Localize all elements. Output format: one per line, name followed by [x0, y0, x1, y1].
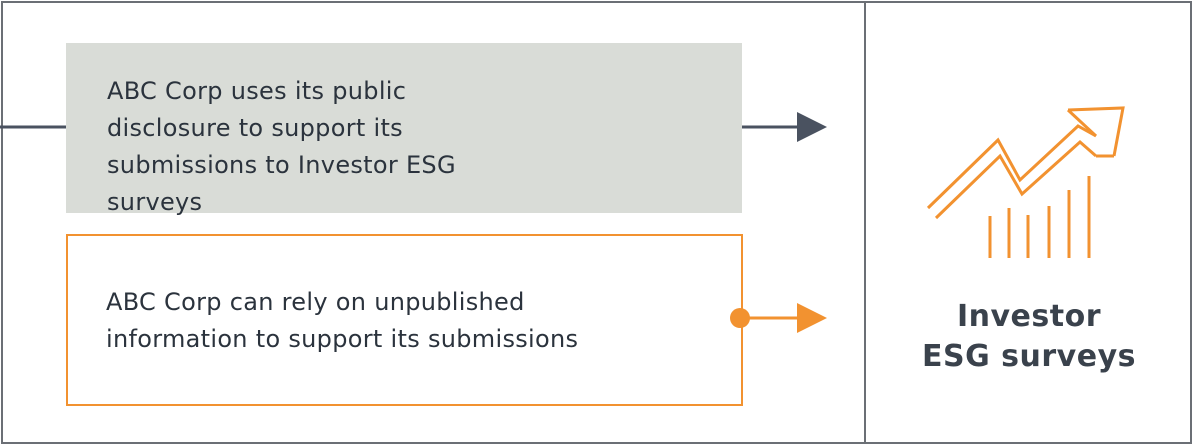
panel-divider	[864, 1, 866, 443]
target-title: Investor ESG surveys	[866, 297, 1192, 377]
unpublished-info-text: ABC Corp can rely on unpublished informa…	[106, 288, 579, 353]
growth-chart-icon	[926, 106, 1125, 258]
target-title-line1: Investor	[956, 299, 1102, 334]
public-disclosure-text: ABC Corp uses its public disclosure to s…	[107, 77, 456, 216]
target-title-line2: ESG surveys	[922, 339, 1136, 374]
unpublished-info-box: ABC Corp can rely on unpublished informa…	[66, 234, 743, 406]
public-disclosure-box: ABC Corp uses its public disclosure to s…	[66, 43, 742, 216]
